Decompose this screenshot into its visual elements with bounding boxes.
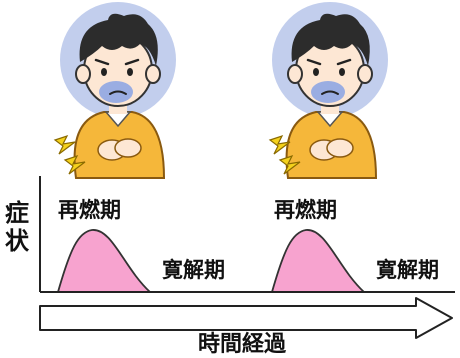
sick-boy-icon (58, 0, 178, 180)
symptom-curve-2 (270, 229, 367, 293)
remission-label-2: 寛解期 (376, 258, 439, 282)
arrow-right-icon (39, 297, 453, 339)
x-axis-label: 時間経過 (198, 332, 287, 357)
relapse-label-2: 再燃期 (274, 198, 337, 222)
sick-boy-icon (270, 0, 390, 180)
symptom-curve-1 (56, 229, 153, 293)
y-axis-label-char-1: 症 (5, 199, 29, 227)
relapse-label-1: 再燃期 (58, 198, 121, 222)
y-axis-label: 症 状 (2, 199, 32, 255)
y-axis-label-char-2: 状 (5, 227, 29, 255)
remission-label-1: 寛解期 (162, 258, 225, 282)
